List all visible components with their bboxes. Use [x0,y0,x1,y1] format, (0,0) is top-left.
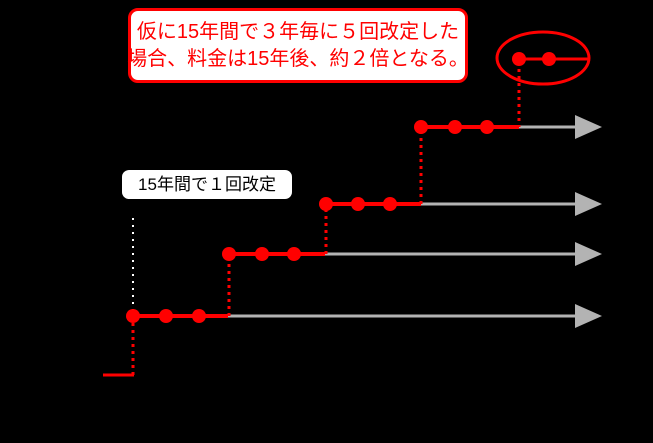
revision-dot [414,120,428,134]
riser-group [131,127,423,375]
highlight-dot [512,52,526,66]
revision-dot [480,120,494,134]
step-label: 15年間で１回改定 [122,170,292,199]
revision-dot-group [126,120,494,323]
revision-dot [159,309,173,323]
revision-dot [383,197,397,211]
callout-line-2: 場合、料金は15年後、約２倍となる。 [127,48,469,70]
revision-dot [222,247,236,261]
revision-dot [319,197,333,211]
plateau-group [133,125,519,318]
highlight-dot [542,52,556,66]
revision-dot [126,309,140,323]
revision-dot [351,197,365,211]
highlight-ellipse [495,30,591,86]
revision-dot [192,309,206,323]
gray-tail-group [228,115,602,328]
highlight-ellipse-group [495,30,591,86]
revision-dot [255,247,269,261]
callout-line-1: 仮に15年間で３年毎に５回改定した [136,21,460,43]
step-label-text: 15年間で１回改定 [138,175,276,194]
revision-dot [448,120,462,134]
revision-dot [287,247,301,261]
callout-box: 仮に15年間で３年毎に５回改定した 場合、料金は15年後、約２倍となる。 [127,8,469,83]
